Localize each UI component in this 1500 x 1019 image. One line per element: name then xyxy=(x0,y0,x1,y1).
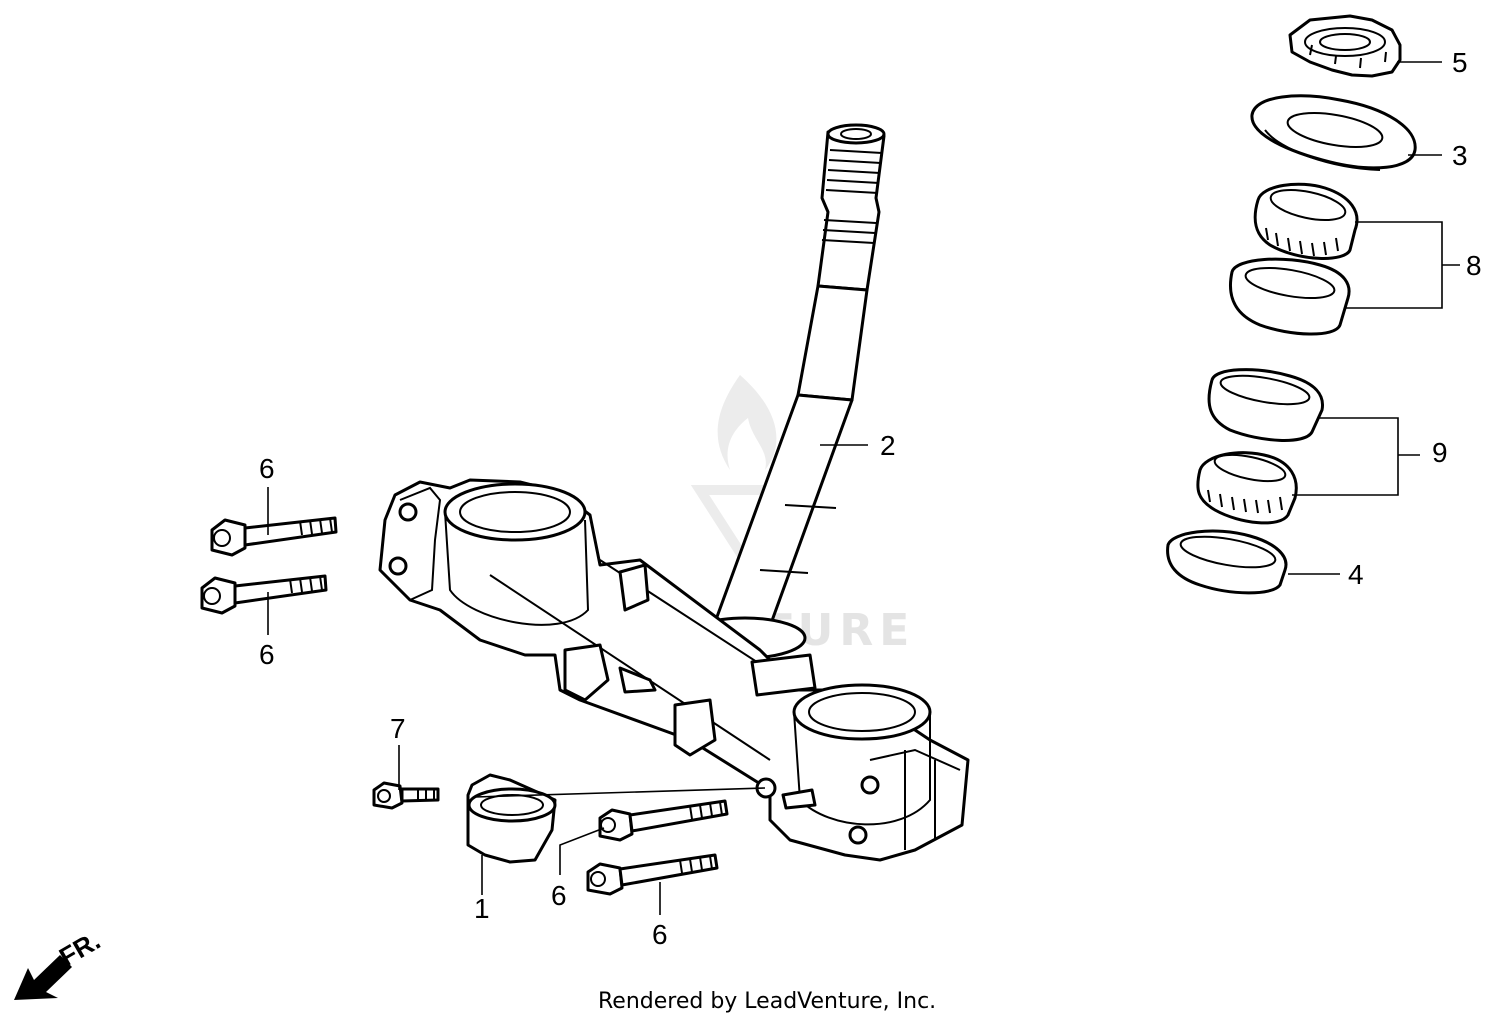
callout-3[interactable]: 3 xyxy=(1452,140,1468,171)
bottom-bridge[interactable] xyxy=(378,478,970,862)
credit-text: Rendered by LeadVenture, Inc. xyxy=(598,989,936,1014)
bolt-6-lower-1[interactable] xyxy=(598,799,729,842)
lower-dust-seal[interactable] xyxy=(1166,529,1288,595)
callout-9[interactable]: 9 xyxy=(1432,437,1448,468)
front-arrow-icon xyxy=(14,955,72,1000)
callout-1[interactable]: 1 xyxy=(474,893,490,924)
lower-bearing[interactable] xyxy=(1196,368,1325,525)
upper-bearing[interactable] xyxy=(1229,182,1359,336)
callout-4[interactable]: 4 xyxy=(1348,559,1364,590)
bolt-6-lower-2[interactable] xyxy=(586,853,719,896)
callout-8[interactable]: 8 xyxy=(1466,250,1482,281)
callout-2[interactable]: 2 xyxy=(880,430,896,461)
lock-nut[interactable] xyxy=(1288,14,1402,78)
leader-lines xyxy=(267,61,1460,915)
callouts: 2 5 3 8 9 4 6 6 7 1 6 6 xyxy=(259,47,1482,950)
watermark-flame-icon xyxy=(717,375,777,470)
front-indicator: FR. xyxy=(14,925,105,1000)
callout-6-bottom-right[interactable]: 6 xyxy=(652,919,668,950)
clamp[interactable] xyxy=(466,773,557,864)
steering-stem[interactable] xyxy=(683,123,886,660)
bolt-6-upper-left-2[interactable] xyxy=(200,574,328,615)
callout-5[interactable]: 5 xyxy=(1452,47,1468,78)
callout-6-bottom-left[interactable]: 6 xyxy=(551,880,567,911)
callout-6-top[interactable]: 6 xyxy=(259,453,275,484)
callout-7[interactable]: 7 xyxy=(390,713,406,744)
callout-6-left-lower[interactable]: 6 xyxy=(259,639,275,670)
dust-seal[interactable] xyxy=(1250,94,1417,171)
bolt-7[interactable] xyxy=(372,781,440,810)
bolt-6-upper-left-1[interactable] xyxy=(210,516,338,557)
